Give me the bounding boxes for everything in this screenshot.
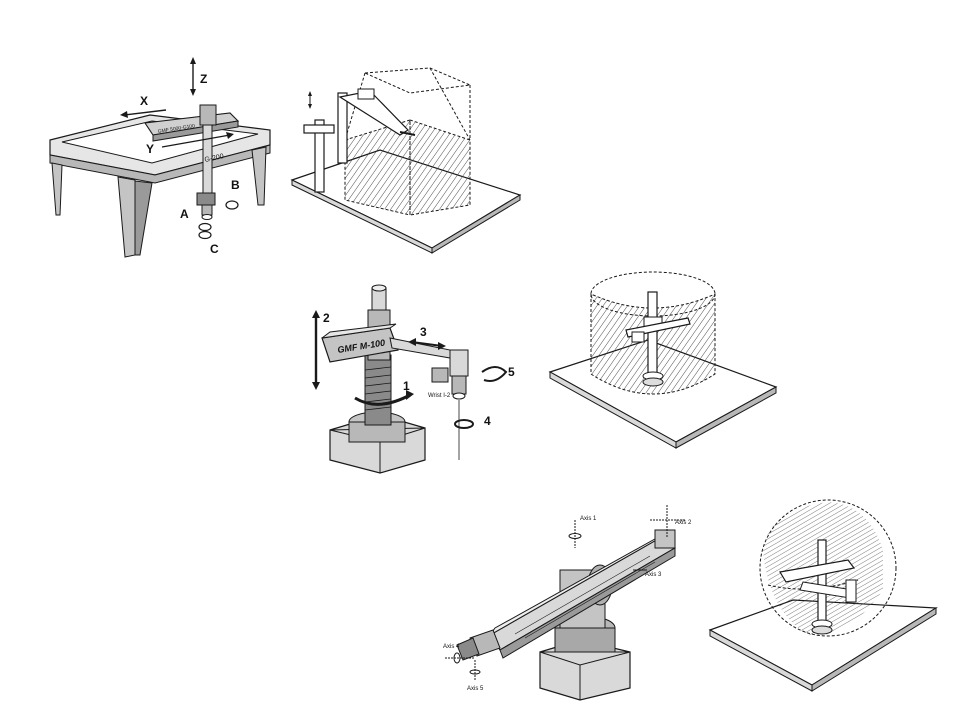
axis-4-label: Axis 4	[443, 644, 460, 650]
gantry-carriage	[199, 104, 217, 126]
gantry-model: G-200	[204, 153, 225, 164]
axis-x-label: X	[140, 94, 148, 108]
robot-column	[817, 539, 827, 626]
robot-column	[314, 119, 325, 193]
axis-4-label: 4	[484, 414, 491, 428]
spherical-robot-illustration: Axis 2 Axis 1 Axis 3 Axis 4 Axis 5	[435, 500, 715, 705]
axis-3-label: Axis 3	[645, 572, 662, 578]
axis-b-label: B	[231, 178, 240, 192]
axis-5-label: 5	[508, 365, 515, 379]
axis-2-label: Axis 2	[675, 520, 692, 526]
axis-y-label: Y	[146, 142, 154, 156]
cylindrical-envelope-illustration	[548, 262, 778, 457]
gantry-leg-back-right	[251, 146, 267, 206]
gantry-robot-illustration: GMF 5000-G100 Z X Y G-200 B A C	[40, 55, 280, 265]
axis-1-label: Axis 1	[580, 516, 597, 522]
axis-a-label: A	[180, 207, 189, 221]
axis-c-label: C	[210, 242, 219, 256]
svg-text:GMF 5000-G100: GMF 5000-G100	[157, 123, 195, 135]
cylindrical-robot-illustration: GMF M-100 2 3 1 5 4 Wrist I-2	[300, 280, 530, 475]
wrist-label: Wrist I-2	[428, 393, 451, 399]
gantry-leg-front-left	[51, 162, 63, 216]
cartesian-envelope-illustration	[290, 65, 530, 260]
gantry-leg-front-right	[117, 176, 136, 258]
axis-z-label: Z	[200, 72, 207, 86]
axis-3-label: 3	[420, 325, 427, 339]
axis-1-label: 1	[403, 379, 410, 393]
robot-column	[647, 291, 658, 378]
axis-2-label: 2	[323, 311, 330, 325]
axis-5-label: Axis 5	[467, 686, 484, 692]
spherical-envelope-illustration	[708, 490, 938, 695]
robot-arm	[779, 559, 856, 583]
robot-column	[364, 354, 392, 426]
